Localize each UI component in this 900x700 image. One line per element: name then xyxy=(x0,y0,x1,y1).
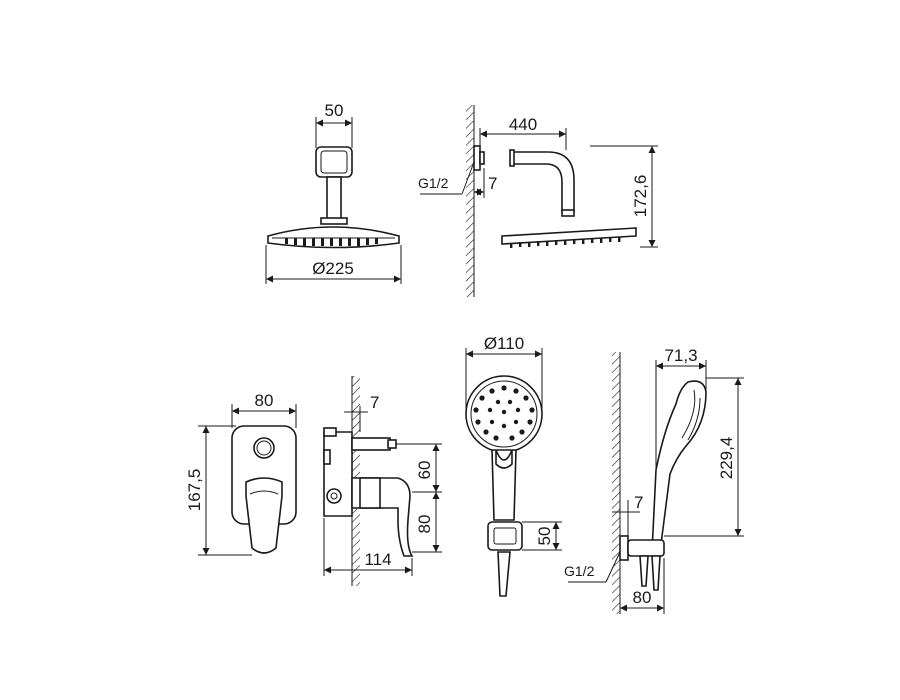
dim-hand-diameter: Ø110 xyxy=(484,334,524,353)
spray-holes xyxy=(473,385,535,441)
view-shower-arm-side: 440 172,6 G1/2 7 xyxy=(418,105,658,297)
label-arm-thread: G1/2 xyxy=(418,175,449,191)
dim-side-projection: 71,3 xyxy=(664,346,697,365)
dim-side-height: 229,4 xyxy=(717,437,736,480)
label-side-thread: G1/2 xyxy=(564,563,595,579)
view-hand-shower-front: Ø110 50 xyxy=(465,334,562,597)
dim-body-lower: 80 xyxy=(415,515,434,534)
view-mixer-side: 7 60 80 114 xyxy=(323,376,442,586)
dim-side-base: 80 xyxy=(633,588,652,607)
view-hand-shower-side: 71,3 229,4 7 G1/2 80 xyxy=(564,346,744,614)
dim-mixer-width: 80 xyxy=(255,391,274,410)
dim-mixer-height: 167,5 xyxy=(185,469,204,512)
dim-arm-height: 172,6 xyxy=(631,175,650,218)
view-shower-head-front: 50 Ø225 xyxy=(265,101,402,284)
dim-body-depth: 114 xyxy=(364,550,391,569)
dim-side-offset: 7 xyxy=(634,493,643,512)
dim-arm-offset: 7 xyxy=(488,174,497,193)
view-mixer-front: 80 167,5 xyxy=(185,391,297,556)
dim-holder-height: 50 xyxy=(535,527,554,546)
nozzle-row-side xyxy=(510,237,621,248)
dim-head-diameter: Ø225 xyxy=(312,259,354,278)
dim-body-upper: 60 xyxy=(415,461,434,480)
wall-hatch xyxy=(466,105,474,297)
dim-arm-length: 440 xyxy=(509,115,537,134)
dim-body-offset: 7 xyxy=(370,393,379,412)
dim-head-front-width: 50 xyxy=(325,101,344,120)
nozzle-row xyxy=(285,238,378,246)
